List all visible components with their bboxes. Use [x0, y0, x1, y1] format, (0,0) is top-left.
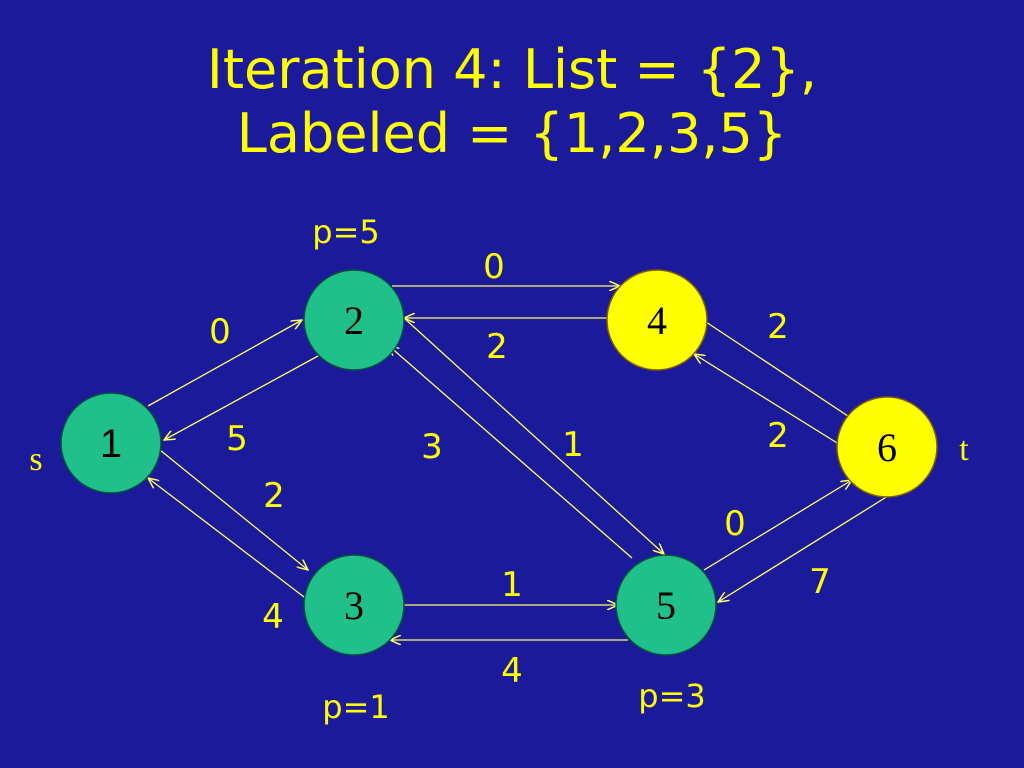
- edge-label-5-to-2: 3: [421, 427, 443, 467]
- edge-1-to-2: [147, 320, 302, 407]
- node-5-label: 5: [656, 583, 676, 628]
- node-1: 1: [60, 392, 162, 494]
- node-4: 4: [606, 269, 708, 371]
- node-4-label: 4: [647, 298, 667, 343]
- edge-5-to-2: [388, 345, 633, 559]
- node-3-label: 3: [344, 583, 364, 628]
- edge-label-6-to-5: 7: [809, 562, 831, 602]
- edge-2-to-5: [403, 317, 664, 554]
- edge-6-to-5: [718, 495, 889, 602]
- title-line-2: Labeled = {1,2,3,5}: [236, 102, 788, 165]
- edge-label-2-to-1: 5: [226, 419, 248, 459]
- node-5: 5: [615, 554, 717, 656]
- edge-labels: 0 2 0 5 2 4 3 1 2 2 0 7 1 4: [209, 247, 831, 691]
- node-2: 2: [303, 269, 405, 371]
- node-3: 3: [303, 554, 405, 656]
- edge-label-1-to-3: 2: [263, 476, 285, 516]
- node-6-label: 6: [877, 425, 897, 470]
- edge-label-5-to-6: 0: [724, 504, 746, 544]
- edge-label-3-to-1: 4: [262, 597, 284, 637]
- edge-label-6-to-4: 2: [767, 416, 789, 456]
- edge-label-3-to-5: 1: [501, 565, 523, 605]
- edge-4-to-6: [705, 321, 860, 424]
- title-line-1: Iteration 4: List = {2},: [206, 38, 818, 101]
- predecessor-label-node-5: p=3: [638, 677, 705, 715]
- edge-label-2-to-5: 1: [562, 425, 584, 465]
- edge-label-5-to-3: 4: [501, 651, 523, 691]
- nodes: 1 2 3 4 5 6: [60, 269, 938, 656]
- edge-label-4-to-2: 2: [486, 327, 508, 367]
- predecessor-label-node-3: p=1: [322, 688, 389, 726]
- edge-6-to-4: [694, 354, 843, 447]
- sink-label: t: [959, 431, 969, 468]
- edges: [147, 286, 889, 640]
- edge-label-1-to-2: 0: [209, 312, 231, 352]
- predecessor-label-node-2: p=5: [312, 213, 379, 251]
- node-2-label: 2: [344, 298, 364, 343]
- slide-title: Iteration 4: List = {2}, Labeled = {1,2,…: [0, 38, 1024, 166]
- edge-3-to-1: [148, 478, 309, 601]
- edge-1-to-3: [159, 449, 308, 570]
- edge-label-4-to-6: 2: [767, 307, 789, 347]
- edge-label-2-to-4: 0: [483, 247, 505, 287]
- node-6: 6: [836, 396, 938, 498]
- edge-2-to-1: [164, 355, 319, 440]
- node-1-label: 1: [100, 422, 122, 466]
- edge-5-to-6: [703, 480, 852, 571]
- source-label: s: [29, 441, 42, 478]
